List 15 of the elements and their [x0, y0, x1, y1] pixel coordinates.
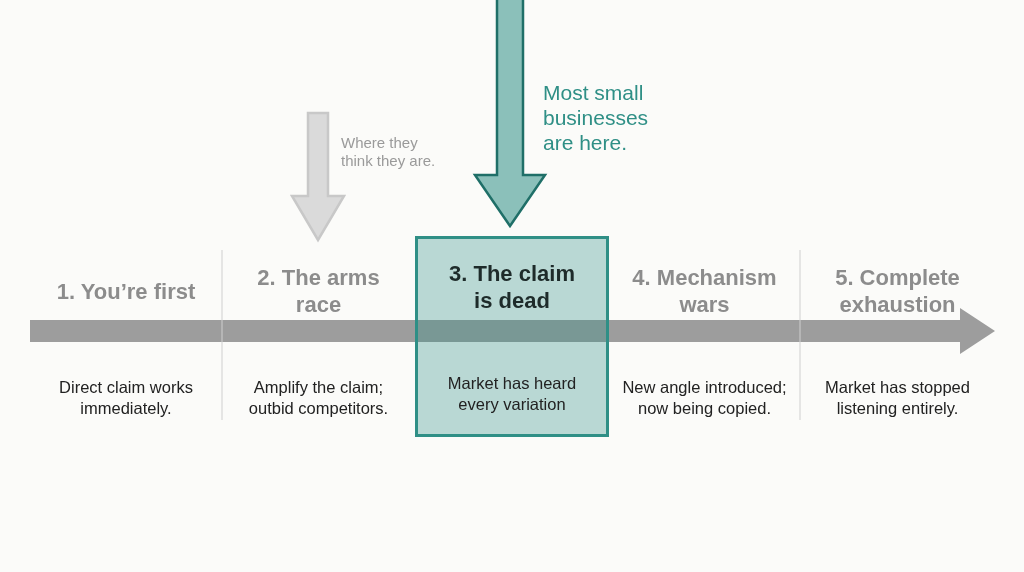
down-arrow	[472, 0, 548, 229]
edge-label: Most small businesses are here.	[543, 80, 650, 156]
stage-description: Market has heard every variation	[446, 373, 578, 415]
down-arrow	[289, 111, 347, 243]
edge-label: Where they think they are.	[341, 134, 437, 170]
stage-description: Direct claim works immediately.	[58, 377, 194, 419]
stage-heading: 1. You’re first	[55, 277, 197, 306]
stage-description: New angle introduced; now being copied.	[621, 377, 788, 419]
stage-heading: 2. The arms race	[256, 264, 381, 319]
stage-description: Market has stopped listening entirely.	[824, 377, 971, 419]
stage-heading: 5. Complete exhaustion	[834, 264, 961, 319]
stage-heading: 3. The claim is dead	[448, 260, 576, 315]
stage-heading: 4. Mechanism wars	[631, 264, 778, 319]
highlighted-stage-box	[415, 236, 609, 437]
stage-description: Amplify the claim; outbid competitors.	[247, 377, 390, 419]
